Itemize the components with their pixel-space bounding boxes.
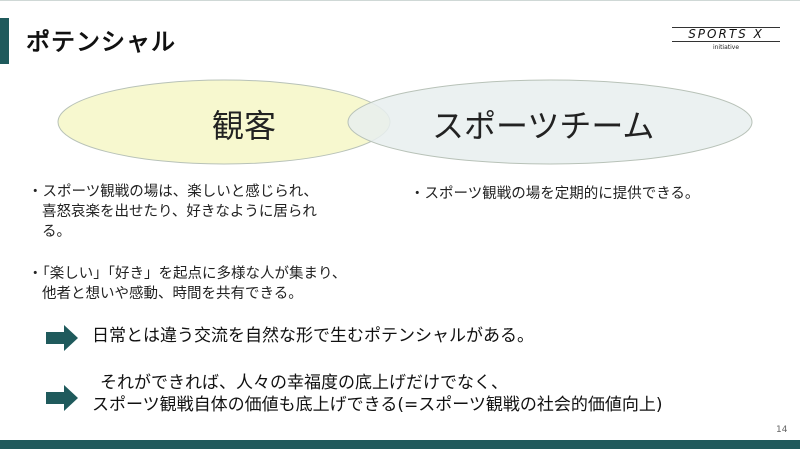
venn-label-audience: 観客 — [212, 107, 277, 145]
arrow-right-icon — [46, 385, 78, 411]
bullet-line: る。 — [42, 224, 71, 240]
arrow-right-icon — [46, 325, 78, 351]
left-bullet-2: ・「楽しい」「好き」を起点に多様な人が集まり、 他者と想いや感動、時間を共有でき… — [28, 264, 346, 304]
logo-main-text: SPORTS X — [672, 27, 780, 42]
point-line: それができれば、人々の幸福度の底上げだけでなく、 — [100, 373, 508, 393]
right-bullet-1: ・スポーツ観戦の場を定期的に提供できる。 — [410, 184, 699, 204]
bullet-line: 喜怒哀楽を出せたり、好きなように居られ — [42, 204, 317, 220]
slide-border — [0, 0, 800, 1]
slide-title: ポテンシャル — [26, 28, 176, 56]
key-point-2: それができれば、人々の幸福度の底上げだけでなく、 スポーツ観戦自体の価値も底上げ… — [92, 372, 663, 416]
sportsx-logo: SPORTS X initiative — [672, 27, 780, 51]
bullet-line: ・スポーツ観戦の場は、楽しいと感じられ、 — [28, 184, 318, 200]
venn-circle-sports-team — [347, 79, 753, 165]
point-line: スポーツ観戦自体の価値も底上げできる(=スポーツ観戦の社会的価値向上) — [92, 395, 663, 415]
point-line: 日常とは違う交流を自然な形で生むポテンシャルがある。 — [92, 326, 534, 346]
logo-sub-text: initiative — [712, 44, 740, 51]
left-bullet-1: ・スポーツ観戦の場は、楽しいと感じられ、 喜怒哀楽を出せたり、好きなように居られ… — [28, 182, 318, 242]
footer-accent-bar — [0, 440, 800, 449]
bullet-line: 他者と想いや感動、時間を共有できる。 — [42, 286, 303, 302]
title-accent-bar — [0, 18, 9, 64]
key-point-1: 日常とは違う交流を自然な形で生むポテンシャルがある。 — [92, 325, 534, 347]
bullet-line: ・「楽しい」「好き」を起点に多様な人が集まり、 — [28, 266, 347, 282]
venn-label-sports-team: スポーツチーム — [432, 107, 655, 145]
bullet-line: ・スポーツ観戦の場を定期的に提供できる。 — [410, 186, 700, 202]
venn-diagram — [57, 79, 753, 165]
page-number: 14 — [776, 425, 788, 435]
